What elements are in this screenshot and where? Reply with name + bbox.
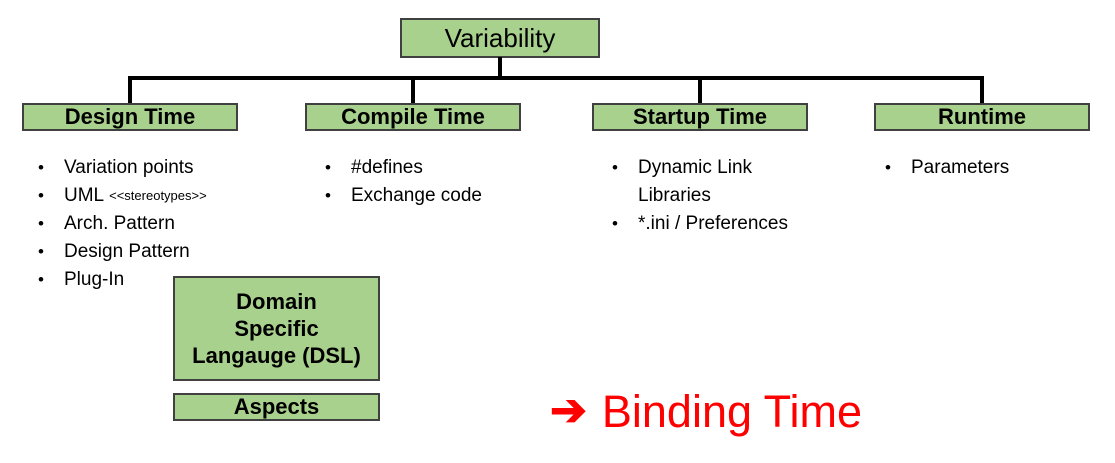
list-item-label: Exchange code [351, 185, 482, 206]
runtime-box: Runtime [874, 103, 1090, 131]
dsl-box-line2: Specific [234, 316, 319, 341]
connector-line-startup [698, 78, 702, 104]
bullet-icon: • [612, 214, 618, 233]
list-item-label: Dynamic Link Libraries [638, 154, 752, 210]
list-item: • Dynamic Link Libraries [606, 154, 788, 210]
list-item-label: Variation points [64, 157, 194, 178]
list-item-label: Arch. Pattern [64, 213, 175, 234]
compile-time-list: • #defines • Exchange code [319, 154, 482, 210]
list-item-label: UML [64, 185, 105, 206]
binding-time-annotation: ➔ Binding Time [550, 383, 862, 439]
bullet-icon: • [38, 186, 44, 205]
list-item-label: Parameters [911, 157, 1010, 178]
list-item-line2: Libraries [638, 185, 711, 206]
connector-line-runtime [980, 78, 984, 104]
runtime-list: • Parameters [879, 154, 1009, 182]
bullet-icon: • [325, 158, 331, 177]
arrow-right-icon: ➔ [550, 386, 587, 435]
list-item-line1: Dynamic Link [638, 157, 753, 178]
list-item: • Parameters [879, 154, 1009, 182]
bullet-icon: • [38, 270, 44, 289]
list-item-label: #defines [351, 157, 423, 178]
list-item-sublabel: <<stereotypes>> [109, 188, 207, 203]
connector-line-compile [411, 78, 415, 104]
bullet-icon: • [325, 186, 331, 205]
list-item-label: Plug-In [64, 269, 125, 290]
list-item: • *.ini / Preferences [606, 210, 788, 238]
aspects-box: Aspects [173, 393, 380, 421]
compile-time-box: Compile Time [305, 103, 521, 131]
list-item: • Design Pattern [32, 238, 207, 266]
dsl-box: Domain Specific Langauge (DSL) [173, 276, 380, 381]
startup-time-list: • Dynamic Link Libraries • *.ini / Prefe… [606, 154, 788, 238]
connector-line-design [128, 78, 132, 104]
binding-time-label: Binding Time [601, 385, 863, 437]
list-item-label: Design Pattern [64, 241, 190, 262]
list-item: • Arch. Pattern [32, 210, 207, 238]
list-item: • Exchange code [319, 182, 482, 210]
list-item: • UML <<stereotypes>> [32, 182, 207, 210]
design-time-list: • Variation points • UML <<stereotypes>>… [32, 154, 207, 294]
bullet-icon: • [38, 158, 44, 177]
design-time-box: Design Time [22, 103, 238, 131]
bullet-icon: • [612, 158, 618, 177]
list-item-label: *.ini / Preferences [638, 213, 788, 234]
bullet-icon: • [38, 242, 44, 261]
dsl-box-line1: Domain [236, 289, 317, 314]
startup-time-box: Startup Time [592, 103, 808, 131]
bullet-icon: • [38, 214, 44, 233]
connector-rail [128, 76, 984, 80]
list-item: • Variation points [32, 154, 207, 182]
list-item: • Plug-In [32, 266, 207, 294]
connector-line-root [498, 57, 502, 78]
dsl-box-line3: Langauge (DSL) [192, 343, 361, 368]
list-item: • #defines [319, 154, 482, 182]
bullet-icon: • [885, 158, 891, 177]
variability-box: Variability [400, 18, 600, 58]
